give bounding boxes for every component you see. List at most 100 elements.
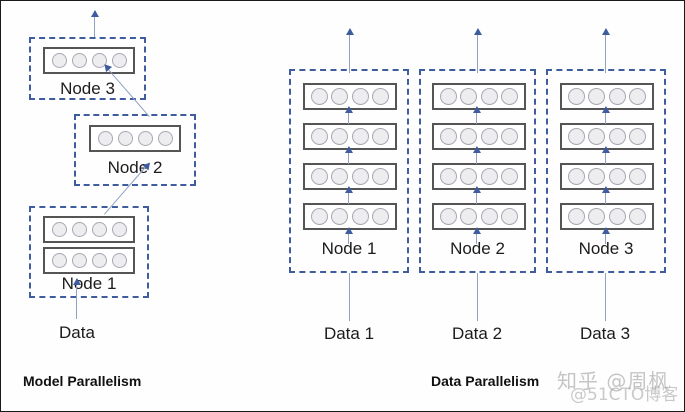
model-output-arrow <box>90 10 99 38</box>
neuron <box>480 128 498 145</box>
data-parallelism-caption: Data Parallelism <box>431 373 540 389</box>
neuron <box>460 88 478 105</box>
watermark-primary: 知乎 @周枫 <box>557 369 670 393</box>
neuron <box>51 53 67 68</box>
neuron <box>372 208 390 225</box>
neuron <box>439 128 457 145</box>
data-node-1-box[interactable]: Node 1 <box>289 69 409 273</box>
model-node-2-label: Node 2 <box>107 158 163 177</box>
neuron <box>608 168 626 185</box>
neuron <box>310 88 328 105</box>
neuron <box>480 208 498 225</box>
neuron <box>439 88 457 105</box>
data-node-3-layer-2 <box>560 123 654 150</box>
neuron <box>567 88 585 105</box>
data-node-2-layer-3 <box>432 163 526 190</box>
data-node-1-layer-2 <box>303 123 397 150</box>
data-node-3-label: Node 3 <box>578 239 634 258</box>
data-node-1-arrow-in-l4 <box>344 227 353 244</box>
model-node-3-box[interactable]: Node 3 <box>29 37 146 100</box>
neuron <box>501 128 519 145</box>
data-node-2-arrow-l3-l2 <box>472 146 481 164</box>
watermark-secondary: @51CTO博客 <box>570 385 679 405</box>
model-node-2-box[interactable]: Node 2 <box>74 114 196 186</box>
neuron <box>629 208 647 225</box>
data-node-3-input-label: Data 3 <box>579 324 631 343</box>
neuron <box>331 208 349 225</box>
neuron <box>480 88 498 105</box>
data-node-3-arrow-l2-l1 <box>601 106 610 124</box>
model-node-2-layer-1 <box>89 125 181 152</box>
neuron <box>331 128 349 145</box>
neuron <box>91 253 107 268</box>
neuron <box>567 168 585 185</box>
data-node-2-label: Node 2 <box>450 239 505 258</box>
neuron <box>137 131 153 146</box>
neuron <box>372 88 390 105</box>
data-node-1-input-label: Data 1 <box>323 324 375 343</box>
neuron <box>111 222 127 237</box>
data-node-3-layer-3 <box>560 163 654 190</box>
neuron <box>588 128 606 145</box>
neuron <box>629 88 647 105</box>
model-node-1-box[interactable]: Node 1 <box>29 206 149 298</box>
data-node-1-arrow-l2-l1 <box>344 106 353 124</box>
data-node-2-input-label: Data 2 <box>451 324 503 343</box>
data-node-1-input-line <box>349 273 350 321</box>
neuron <box>71 253 87 268</box>
neuron <box>608 88 626 105</box>
neuron <box>351 168 369 185</box>
neuron <box>608 208 626 225</box>
neuron <box>460 128 478 145</box>
neuron <box>608 128 626 145</box>
neuron <box>588 168 606 185</box>
neuron <box>567 128 585 145</box>
neuron <box>567 208 585 225</box>
neuron <box>439 208 457 225</box>
data-node-3-box[interactable]: Node 3 <box>546 69 666 273</box>
data-node-3-output-arrow <box>601 28 610 73</box>
neuron <box>588 208 606 225</box>
data-node-2-layer-2 <box>432 123 526 150</box>
neuron <box>351 128 369 145</box>
model-node-3-label: Node 3 <box>60 79 115 98</box>
model-node-3-layer-1 <box>43 47 135 74</box>
data-node-1-output-arrow <box>345 28 354 73</box>
neuron <box>157 131 173 146</box>
neuron <box>588 88 606 105</box>
data-node-2-arrow-l2-l1 <box>472 106 481 124</box>
neuron <box>51 222 67 237</box>
data-node-2-arrow-l4-l3 <box>472 186 481 204</box>
neuron <box>51 253 67 268</box>
neuron <box>111 253 127 268</box>
neuron <box>501 88 519 105</box>
model-node-1-layer-1 <box>43 216 135 243</box>
data-node-2-layer-4 <box>432 203 526 230</box>
data-node-3-arrow-l3-l2 <box>601 146 610 164</box>
data-node-3-layer-1 <box>560 83 654 110</box>
neuron <box>91 222 107 237</box>
data-node-3-layer-4 <box>560 203 654 230</box>
neuron <box>460 168 478 185</box>
neuron <box>372 128 390 145</box>
data-node-3-input-line <box>605 273 606 321</box>
data-node-1-label: Node 1 <box>321 239 377 258</box>
model-parallelism-caption: Model Parallelism <box>23 373 142 389</box>
neuron <box>310 208 328 225</box>
neuron <box>351 88 369 105</box>
data-node-1-layer-3 <box>303 163 397 190</box>
neuron <box>331 88 349 105</box>
neuron <box>331 168 349 185</box>
data-node-2-box[interactable]: Node 2 <box>419 69 536 273</box>
neuron <box>71 222 87 237</box>
neuron <box>501 208 519 225</box>
neuron <box>629 168 647 185</box>
neuron <box>117 131 133 146</box>
data-node-1-arrow-l3-l2 <box>344 146 353 164</box>
neuron <box>71 53 87 68</box>
neuron <box>501 168 519 185</box>
neuron <box>111 53 127 68</box>
data-node-1-arrow-l4-l3 <box>344 186 353 204</box>
data-node-3-arrow-l4-l3 <box>601 186 610 204</box>
